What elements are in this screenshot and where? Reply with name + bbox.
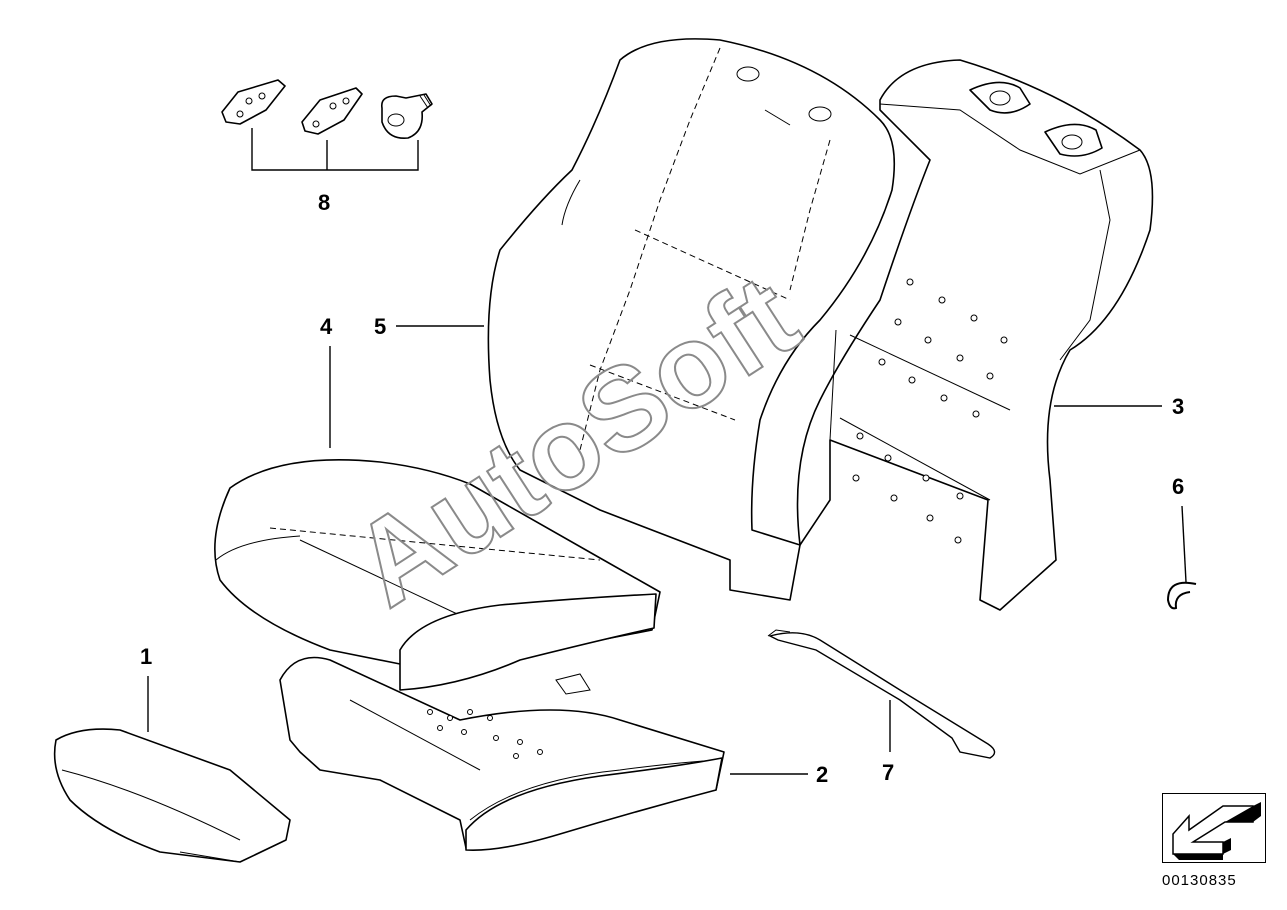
part-1-front-cushion bbox=[53, 728, 291, 863]
callout-5: 5 bbox=[374, 314, 386, 339]
part-3-backrest-frame bbox=[796, 59, 1154, 611]
part-5-backrest-cover bbox=[487, 38, 896, 601]
callout-8: 8 bbox=[318, 190, 330, 215]
reference-number: 00130835 bbox=[1162, 872, 1237, 889]
leader-lines bbox=[147, 325, 1187, 775]
seat-frame-holes bbox=[427, 709, 543, 759]
callout-2: 2 bbox=[816, 762, 828, 787]
callout-4: 4 bbox=[320, 314, 333, 339]
callout-6: 6 bbox=[1172, 474, 1184, 499]
arrow-navigation-icon bbox=[1172, 802, 1261, 860]
navigation-box[interactable] bbox=[1162, 793, 1266, 863]
callout-7: 7 bbox=[882, 760, 894, 785]
backrest-holes bbox=[852, 278, 1008, 544]
part-4-seat-cover bbox=[214, 459, 661, 691]
part-8-brackets-and-bolt bbox=[221, 79, 433, 171]
callout-3: 3 bbox=[1172, 394, 1184, 419]
part-7-wire bbox=[767, 629, 996, 759]
part-6-clip bbox=[1166, 581, 1197, 610]
callout-1: 1 bbox=[140, 644, 152, 669]
part-2-seat-frame bbox=[279, 656, 725, 851]
